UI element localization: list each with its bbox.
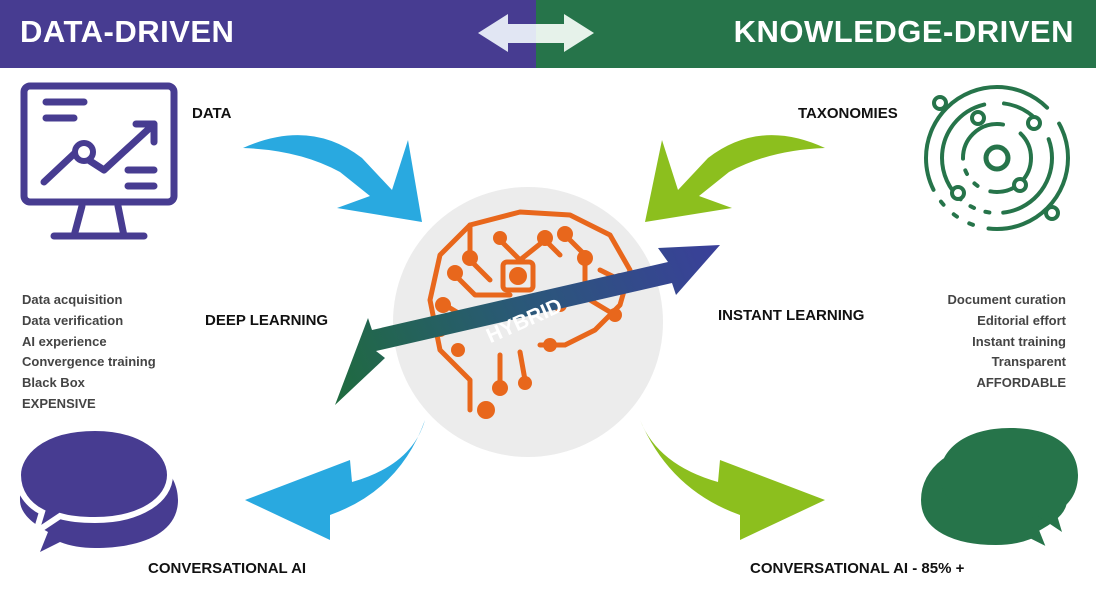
taxonomy-nodes (932, 95, 1060, 221)
list-item: Document curation (947, 292, 1066, 307)
list-item: Data verification (22, 312, 124, 328)
header-double-arrow-icon (478, 14, 594, 52)
chat-bubbles-right-icon (914, 428, 1078, 559)
list-item: Instant training (972, 333, 1066, 349)
hybrid-circle (393, 187, 663, 457)
conversational-ai-left-label: CONVERSATIONAL AI (148, 560, 307, 577)
data-driven-header (0, 0, 536, 68)
data-arrow-icon (243, 135, 422, 222)
concentric-circles-icon (924, 85, 1070, 231)
instant-learning-label: INSTANT LEARNING (718, 307, 865, 324)
taxonomies-arrow-icon (645, 135, 825, 222)
deep-learning-label: DEEP LEARNING (205, 312, 329, 329)
knowledge-driven-header (536, 0, 1096, 68)
list-item: EXPENSIVE (22, 395, 96, 411)
list-item: Transparent (991, 354, 1066, 370)
list-item: AFFORDABLE (976, 375, 1066, 391)
list-item: AI experience (22, 333, 107, 349)
chat-bubbles-left-icon (14, 424, 178, 552)
conversational-left-arrow-icon (245, 420, 425, 540)
list-item: Black Box (22, 375, 85, 391)
list-item: Convergence training (22, 354, 156, 370)
knowledge-driven-title: KNOWLEDGE-DRIVEN (733, 14, 1074, 49)
monitor-chart-point (72, 140, 96, 164)
data-driven-list: Data acquisition Data verification AI ex… (22, 290, 156, 415)
conversational-ai-right-label: CONVERSATIONAL AI - 85% + (750, 560, 965, 577)
data-driven-title: DATA-DRIVEN (20, 14, 235, 49)
hybrid-double-arrow-icon (335, 245, 720, 405)
list-item: Editorial effort (977, 312, 1066, 328)
knowledge-driven-list: Document curation Editorial effort Insta… (948, 290, 1066, 394)
conversational-right-arrow-icon (640, 420, 825, 540)
monitor-chart-icon (20, 82, 178, 240)
taxonomies-label: TAXONOMIES (798, 105, 898, 122)
data-label: DATA (192, 105, 232, 122)
list-item: Data acquisition (22, 292, 123, 307)
